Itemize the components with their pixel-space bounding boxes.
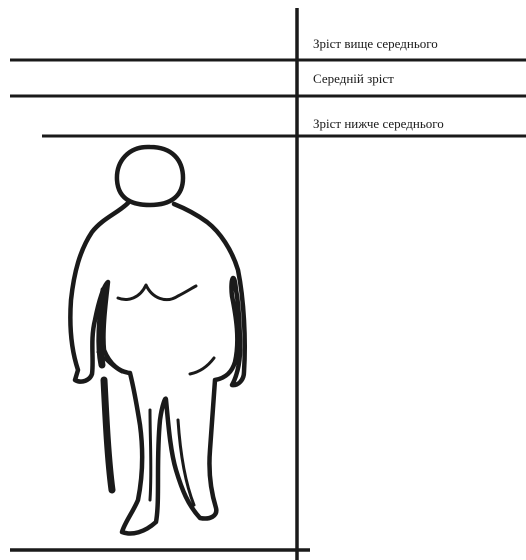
below-average-label: Зріст нижче середнього xyxy=(313,116,444,131)
figure-left-arm-shading xyxy=(100,290,104,365)
average-label: Середній зріст xyxy=(313,71,394,86)
figure-belly-line xyxy=(118,285,196,300)
human-figure xyxy=(70,147,244,534)
figure-inner-left-leg xyxy=(150,410,151,500)
figure-body-outline xyxy=(70,203,244,534)
figure-head xyxy=(117,147,183,205)
figure-right-hip xyxy=(190,358,214,374)
above-average-label: Зріст вище середнього xyxy=(313,36,438,51)
figure-left-leg-shading xyxy=(104,380,112,490)
